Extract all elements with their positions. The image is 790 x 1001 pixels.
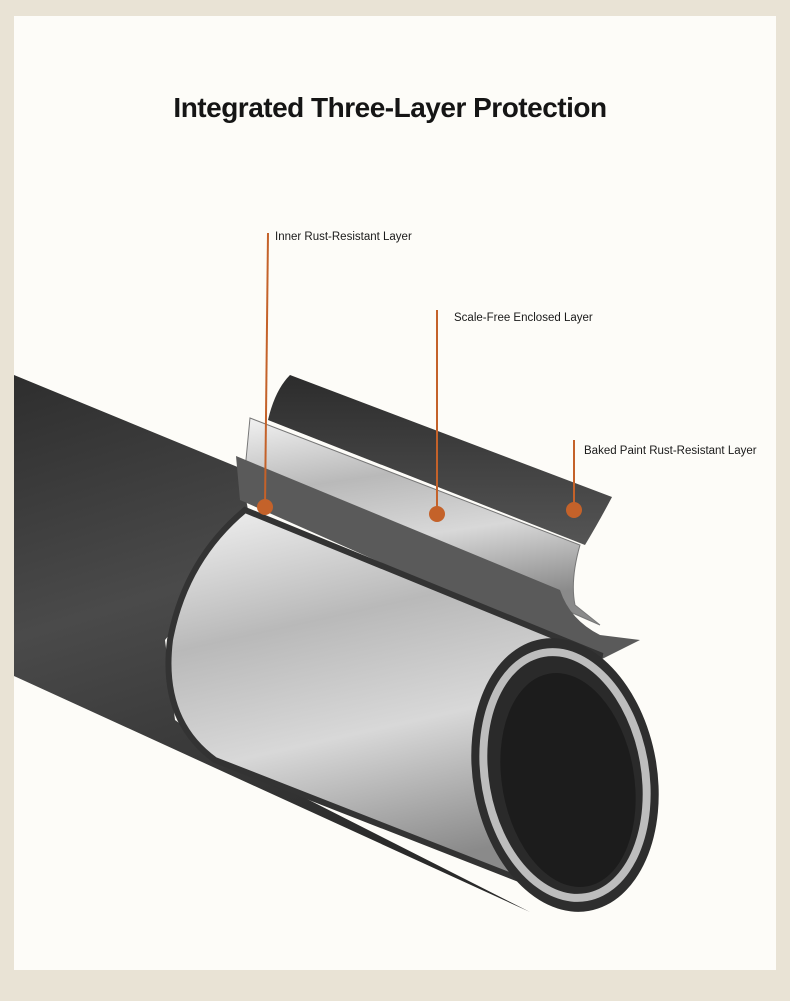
pipe-illustration <box>14 232 659 912</box>
outer-tube <box>14 375 530 912</box>
callout-dot <box>257 499 273 515</box>
callout-line <box>264 232 269 508</box>
callout-dot <box>566 502 582 518</box>
infographic-panel: Integrated Three-Layer Protection Inner … <box>14 16 776 970</box>
baked-paint-layer <box>268 375 612 545</box>
callout-label-inner: Inner Rust-Resistant Layer <box>275 231 412 243</box>
callout-dot <box>429 506 445 522</box>
callout-label-outer: Baked Paint Rust-Resistant Layer <box>584 445 757 457</box>
callout-label-middle: Scale-Free Enclosed Layer <box>454 312 593 324</box>
page-title: Integrated Three-Layer Protection <box>173 92 607 123</box>
